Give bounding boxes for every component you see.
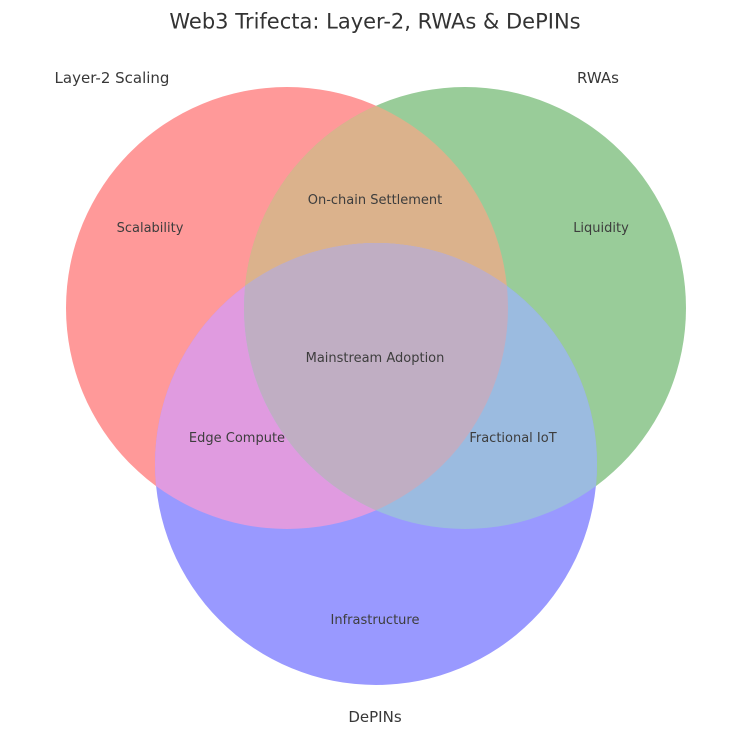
region-label-mainstream-adoption: Mainstream Adoption xyxy=(305,350,445,366)
region-label-liquidity: Liquidity xyxy=(573,220,629,236)
region-label-onchain-settlement: On-chain Settlement xyxy=(307,192,443,208)
set-label-depins: DePINs xyxy=(348,707,402,726)
set-label-rwas: RWAs xyxy=(577,68,619,87)
region-label-fractional-iot: Fractional IoT xyxy=(469,430,557,446)
triple-intersection-group xyxy=(244,243,508,529)
figure-title: Web3 Trifecta: Layer-2, RWAs & DePINs xyxy=(169,9,581,34)
set-label-layer2-scaling: Layer-2 Scaling xyxy=(54,68,170,87)
region-label-scalability: Scalability xyxy=(116,220,184,236)
region-label-infrastructure: Infrastructure xyxy=(330,612,420,628)
region-mainstream-adoption xyxy=(244,243,508,529)
region-label-edge-compute: Edge Compute xyxy=(188,430,286,446)
